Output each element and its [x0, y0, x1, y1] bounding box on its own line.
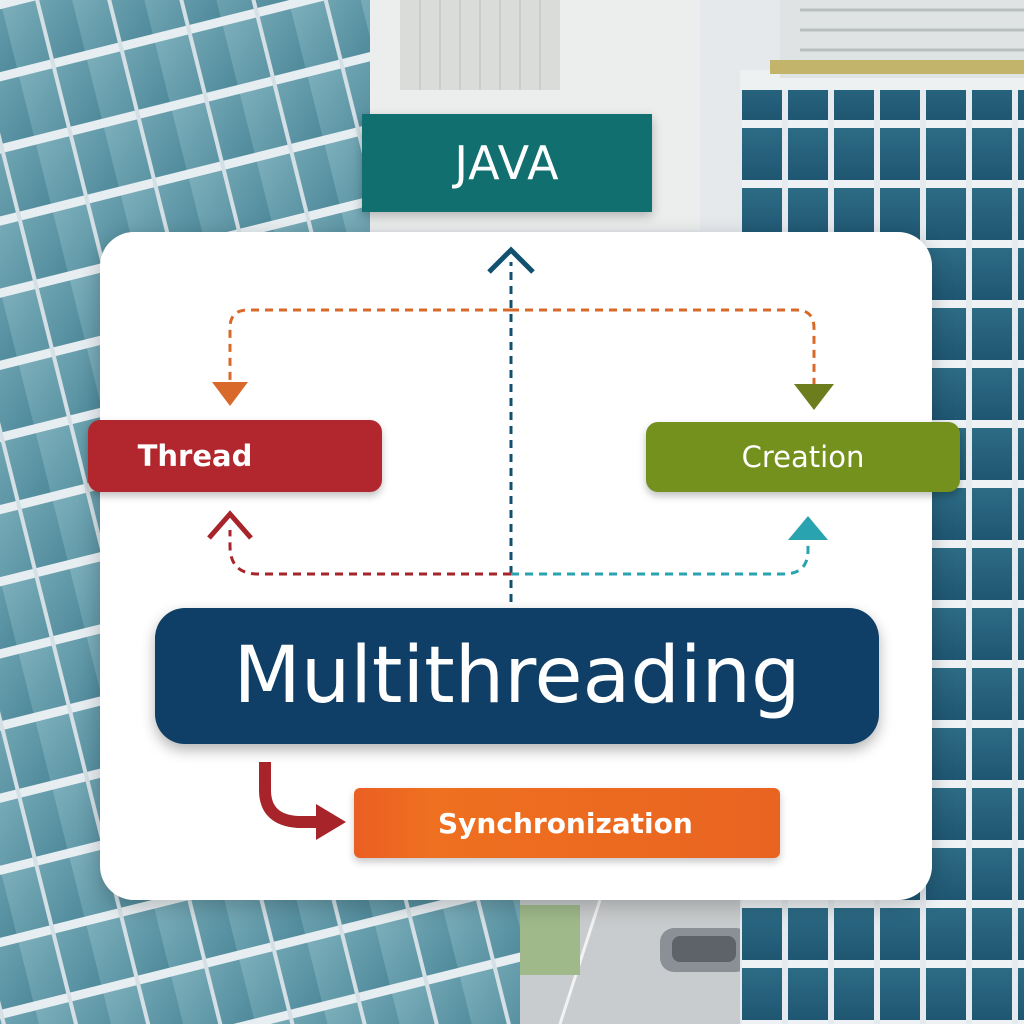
java-box: JAVA [362, 114, 652, 212]
multithreading-box: Multithreading [155, 608, 879, 744]
multithreading-label: Multithreading [233, 631, 801, 721]
creation-box: Creation [646, 422, 960, 492]
synchronization-box: Synchronization [354, 788, 780, 858]
thread-label: Thread [137, 439, 253, 473]
thread-box: Thread [88, 420, 382, 492]
java-label: JAVA [454, 136, 560, 190]
synchronization-label: Synchronization [438, 806, 693, 840]
creation-label: Creation [741, 440, 865, 474]
